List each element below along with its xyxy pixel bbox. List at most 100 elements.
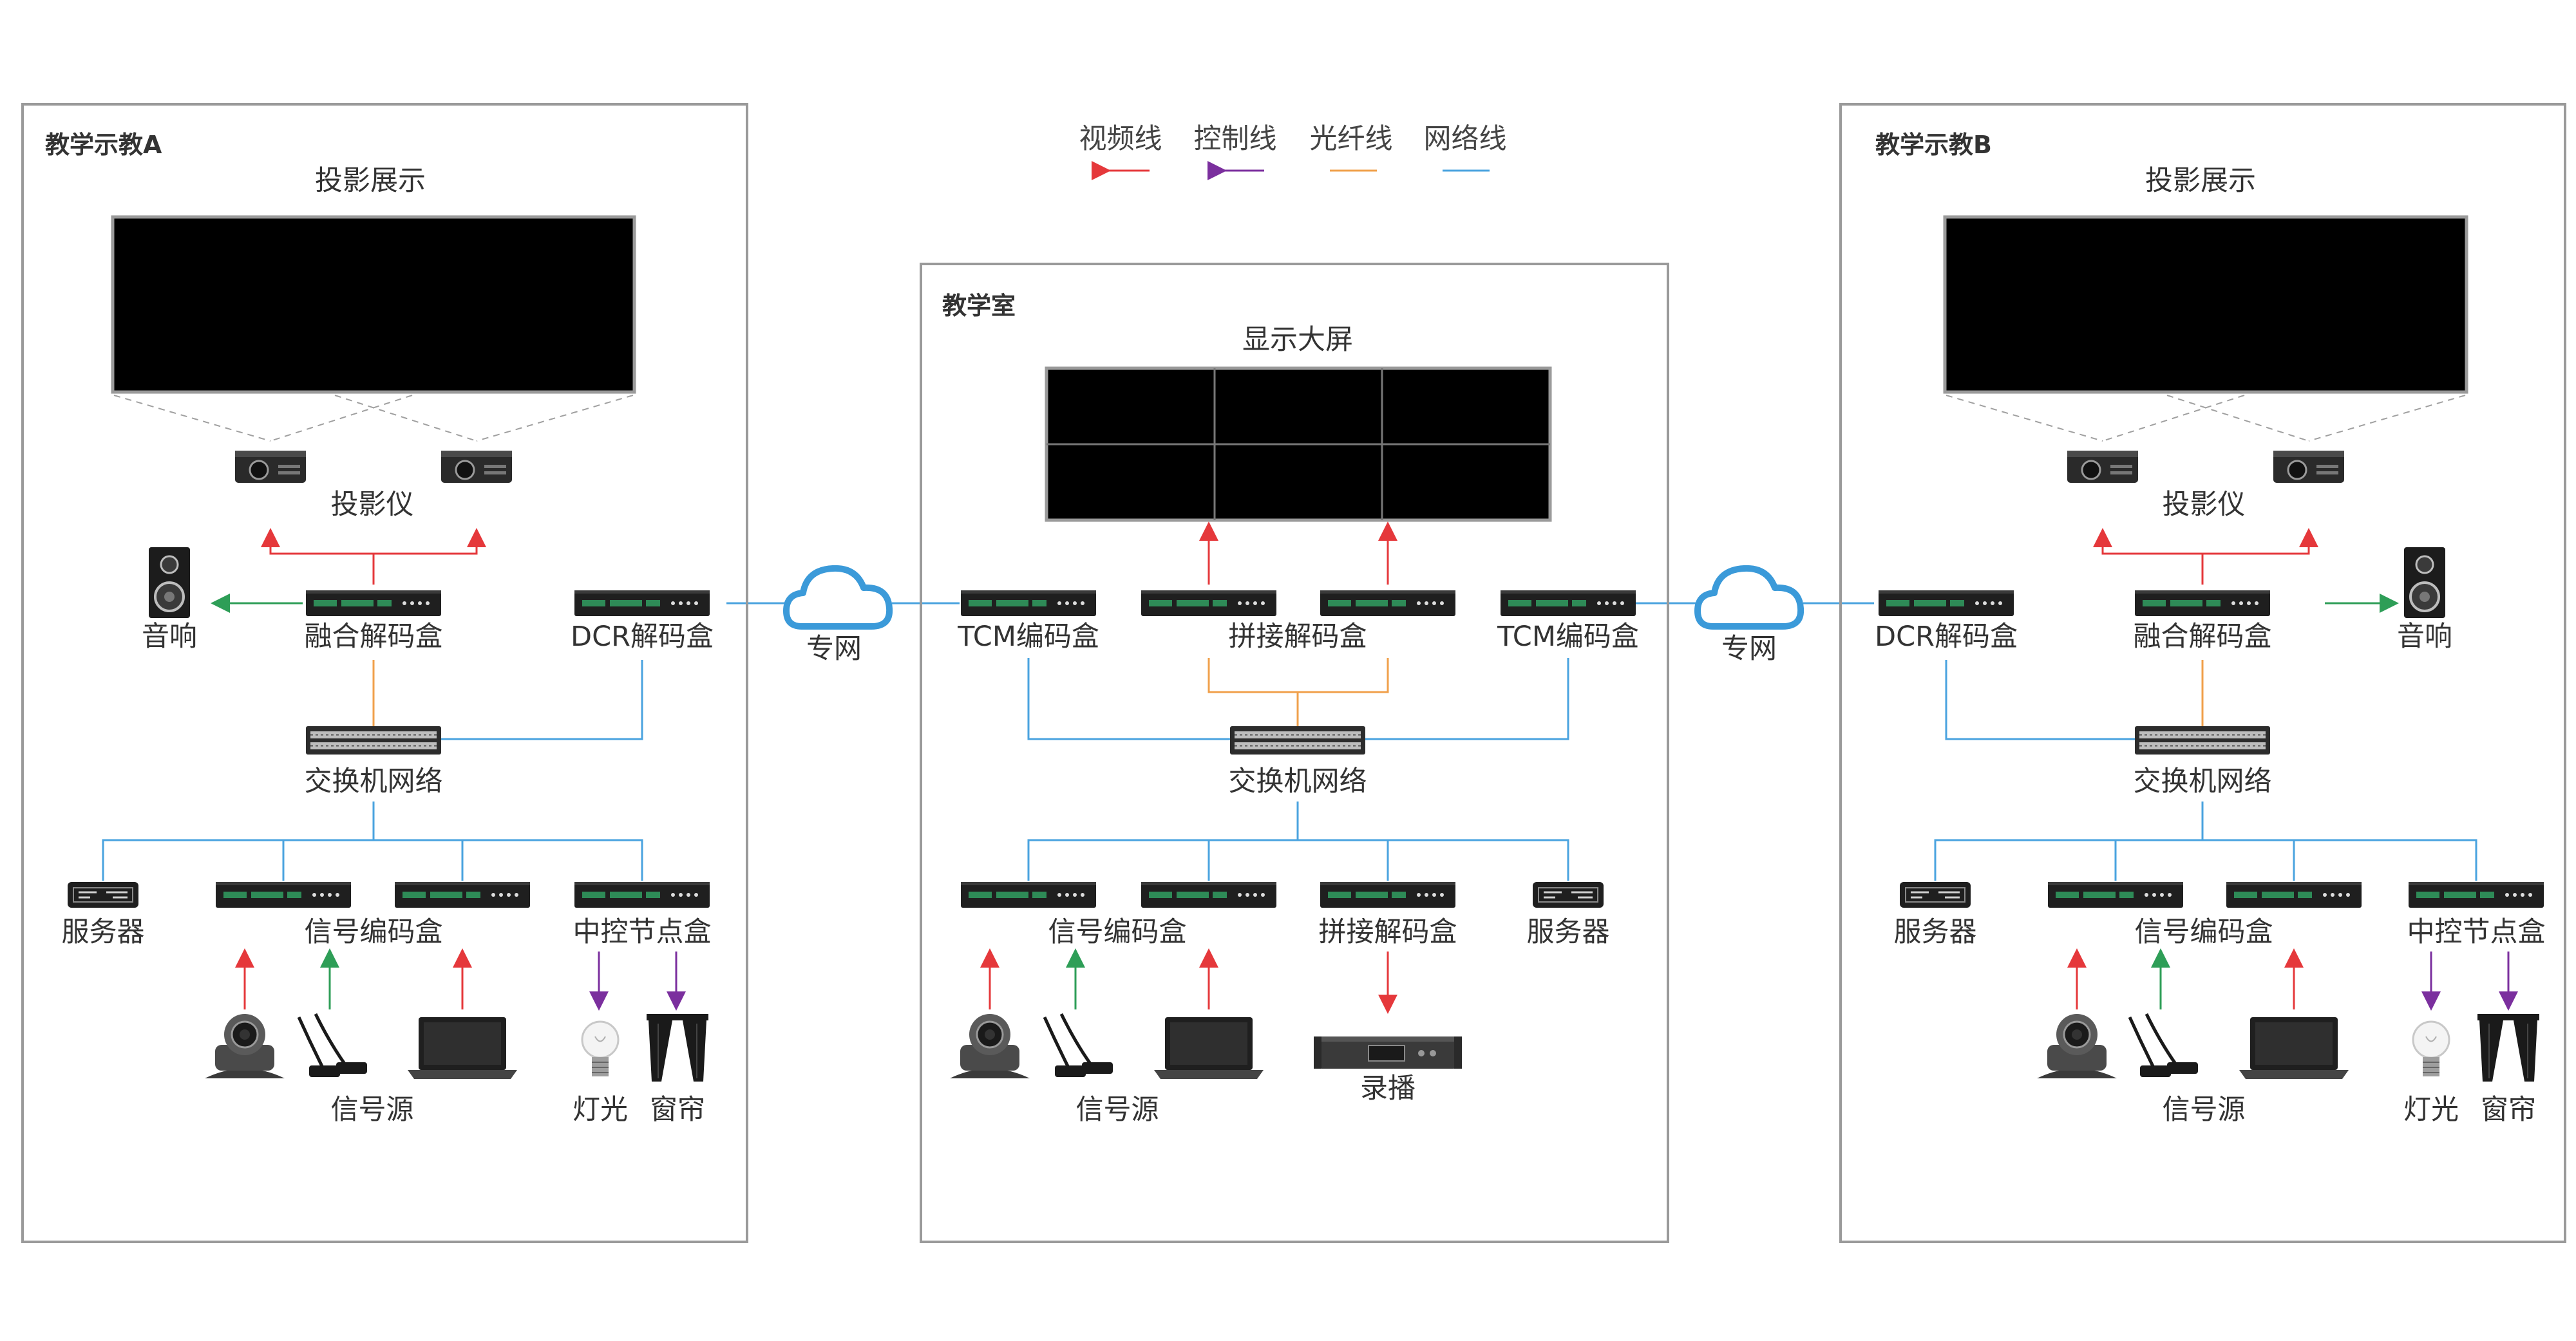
- room-a-video-to-projectors: [261, 528, 486, 585]
- dcr-decoder-icon: [1879, 590, 2014, 616]
- room-main-recorder-label: 录播: [1360, 1073, 1416, 1105]
- room-a-projector-label: 投影仪: [331, 489, 414, 521]
- room-a-dcr-network-link: [441, 660, 643, 740]
- room-b-title: 教学示教B: [1875, 131, 1992, 159]
- room-b-frame: [1839, 103, 2566, 1243]
- room-a-server-label: 服务器: [62, 916, 145, 948]
- room-b-screen-label: 投影展示: [2145, 165, 2256, 197]
- room-b-network-tree: [1934, 802, 2477, 881]
- room-a-light-label: 灯光: [573, 1094, 628, 1126]
- encoder-icon: [2048, 882, 2183, 908]
- room-main-tcm-left-label: TCM编码盒: [957, 621, 1099, 653]
- tcm-encoder-icon: [1501, 590, 1636, 616]
- legend-fiber-label: 光纤线: [1310, 123, 1393, 155]
- room-main-title: 教学室: [942, 292, 1016, 320]
- room-b-video-to-projectors: [2093, 528, 2318, 585]
- room-b: 教学示教B 投影展示 投影仪 DCR解码盒 融合解码盒 音响 交换机网络: [1839, 103, 2566, 1243]
- control-node-icon: [574, 882, 710, 908]
- legend: 视频线 控制线 光纤线 网络线: [1079, 123, 1507, 180]
- light-bulb-icon: [581, 1020, 620, 1078]
- room-b-light-label: 灯光: [2403, 1094, 2459, 1126]
- room-a-speaker-label: 音响: [142, 621, 197, 653]
- laptop-icon: [1154, 1017, 1264, 1079]
- server-icon: [1531, 881, 1605, 909]
- room-b-switch-label: 交换机网络: [2134, 765, 2272, 798]
- video-wall: [1045, 366, 1552, 522]
- encoder-icon: [2226, 882, 2362, 908]
- tcm-encoder-icon: [961, 590, 1096, 616]
- room-main-server-label: 服务器: [1527, 916, 1610, 948]
- room-a: 教学示教A 投影展示 投影仪 音响 融合解码盒 DCR解码盒 交换机网络: [21, 103, 748, 1243]
- room-b-projection-screen: [1943, 215, 2468, 394]
- legend-control-label: 控制线: [1194, 123, 1277, 155]
- room-b-projector-label: 投影仪: [2163, 489, 2246, 521]
- room-b-control-node-label: 中控节点盒: [2407, 916, 2546, 948]
- room-b-source-label: 信号源: [2163, 1094, 2246, 1126]
- room-b-projection-beams: [1946, 395, 2466, 442]
- laptop-icon: [408, 1017, 517, 1079]
- switch-icon: [2134, 726, 2271, 755]
- room-a-title: 教学示教A: [45, 131, 162, 159]
- room-a-screen-label: 投影展示: [315, 165, 426, 197]
- cloud-icon: [786, 568, 889, 626]
- room-a-fusion-decoder-label: 融合解码盒: [305, 621, 443, 653]
- fusion-decoder-icon: [2135, 590, 2270, 616]
- camera-icon: [204, 1013, 286, 1080]
- room-main-splice-decoder-bottom-label: 拼接解码盒: [1319, 916, 1457, 948]
- cloud-icon: [1698, 568, 1801, 626]
- camera-icon: [949, 1013, 1031, 1080]
- room-main-tcm-right-label: TCM编码盒: [1497, 621, 1639, 653]
- room-b-encoder-label: 信号编码盒: [2135, 916, 2273, 948]
- room-b-speaker-label: 音响: [2397, 621, 2452, 653]
- splice-decoder-icon: [1320, 882, 1455, 908]
- legend-video-label: 视频线: [1079, 123, 1162, 155]
- room-a-network-tree: [102, 802, 643, 881]
- curtain-icon: [2477, 1013, 2540, 1082]
- server-icon: [1899, 881, 1972, 909]
- room-b-dcr-network-link: [1945, 660, 2135, 740]
- room-a-frame: [21, 103, 748, 1243]
- microphone-icon: [1045, 1014, 1113, 1077]
- room-main-network-tree: [1027, 802, 1569, 881]
- projector-icon: [2272, 449, 2345, 484]
- microphone-icon: [2130, 1014, 2198, 1077]
- dcr-decoder-icon: [574, 590, 710, 616]
- room-a-source-label: 信号源: [331, 1094, 414, 1126]
- room-b-fusion-decoder-label: 融合解码盒: [2134, 621, 2272, 653]
- room-main-fiber-links: [1208, 658, 1389, 726]
- encoder-icon: [216, 882, 351, 908]
- cloud-left: 专网: [786, 568, 889, 665]
- room-b-curtain-label: 窗帘: [2481, 1094, 2536, 1126]
- encoder-icon: [1141, 882, 1276, 908]
- projector-icon: [440, 449, 513, 484]
- room-main-encoder-label: 信号编码盒: [1048, 916, 1187, 948]
- room-a-switch-label: 交换机网络: [305, 765, 443, 798]
- room-main-frame: [920, 263, 1669, 1243]
- room-main-switch-label: 交换机网络: [1229, 765, 1367, 798]
- curtain-icon: [646, 1013, 709, 1082]
- microphone-icon: [299, 1014, 367, 1077]
- room-main-splice-decoder-label: 拼接解码盒: [1229, 621, 1367, 653]
- room-main-screen-label: 显示大屏: [1242, 324, 1353, 356]
- splice-decoder-icon: [1141, 590, 1276, 616]
- switch-icon: [305, 726, 442, 755]
- encoder-icon: [961, 882, 1096, 908]
- encoder-icon: [395, 882, 530, 908]
- room-a-dcr-decoder-label: DCR解码盒: [571, 621, 714, 653]
- projector-icon: [2066, 449, 2139, 484]
- light-bulb-icon: [2412, 1020, 2450, 1078]
- room-a-projection-beams: [113, 395, 634, 442]
- room-b-dcr-decoder-label: DCR解码盒: [1875, 621, 2018, 653]
- camera-icon: [2036, 1013, 2118, 1080]
- fusion-decoder-icon: [306, 590, 441, 616]
- laptop-icon: [2239, 1017, 2349, 1079]
- server-icon: [66, 881, 140, 909]
- room-a-encoder-label: 信号编码盒: [305, 916, 443, 948]
- room-main-source-label: 信号源: [1076, 1094, 1159, 1126]
- switch-icon: [1229, 726, 1366, 755]
- recorder-icon: [1313, 1036, 1463, 1069]
- legend-network-label: 网络线: [1424, 123, 1507, 155]
- room-a-curtain-label: 窗帘: [650, 1094, 705, 1126]
- control-node-icon: [2409, 882, 2544, 908]
